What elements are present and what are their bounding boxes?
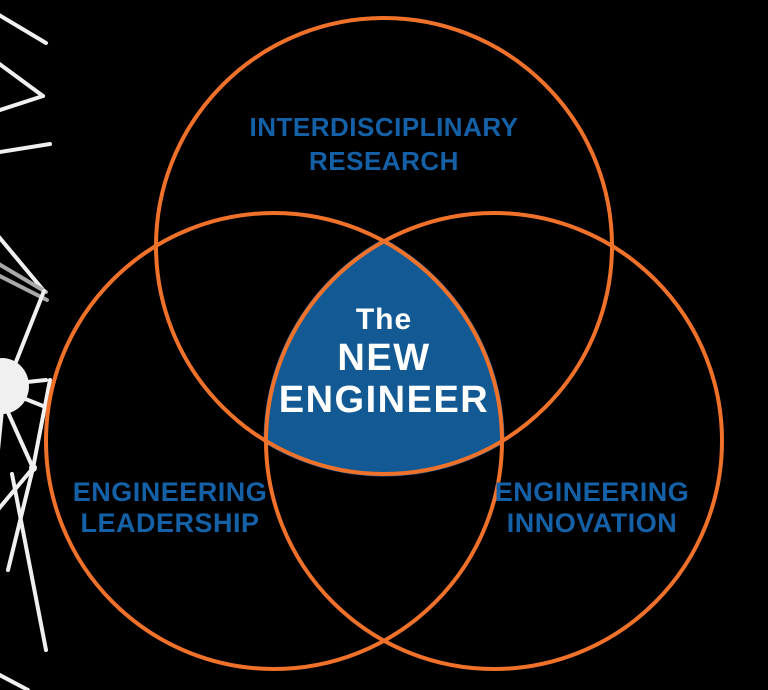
label-line: ENGINEERING [72,477,268,507]
label-line: ENGINEERING [494,477,690,507]
center-badge: The NEW ENGINEER [279,303,489,421]
label-line: INNOVATION [506,508,678,538]
network-node [0,358,29,414]
label-engineering-leadership: ENGINEERING LEADERSHIP [73,477,268,539]
network-line [0,61,45,98]
center-badge-line-engineer: ENGINEER [278,379,490,421]
network-line [10,472,48,652]
network-line [0,408,4,451]
label-line: RESEARCH [309,146,459,176]
label-line: LEADERSHIP [80,508,260,538]
label-line: INTERDISCIPLINARY [249,112,519,142]
network-node-small [29,464,37,472]
network-lines-graphic [0,13,52,690]
venn-circle-engineering-leadership [44,211,504,671]
network-line [0,273,49,302]
network-line [31,378,52,470]
network-line [0,235,46,293]
venn-circle-engineering-innovation [264,211,724,671]
center-badge-line-the: The [355,303,413,336]
network-line [0,13,48,45]
network-line [0,262,48,294]
network-line [0,142,52,155]
label-interdisciplinary-research: INTERDISCIPLINARY RESEARCH [250,110,519,178]
network-line [4,406,35,470]
network-line [0,672,30,690]
label-engineering-innovation: ENGINEERING INNOVATION [495,477,690,539]
network-line [0,94,45,113]
center-badge-line-new: NEW [337,337,431,379]
